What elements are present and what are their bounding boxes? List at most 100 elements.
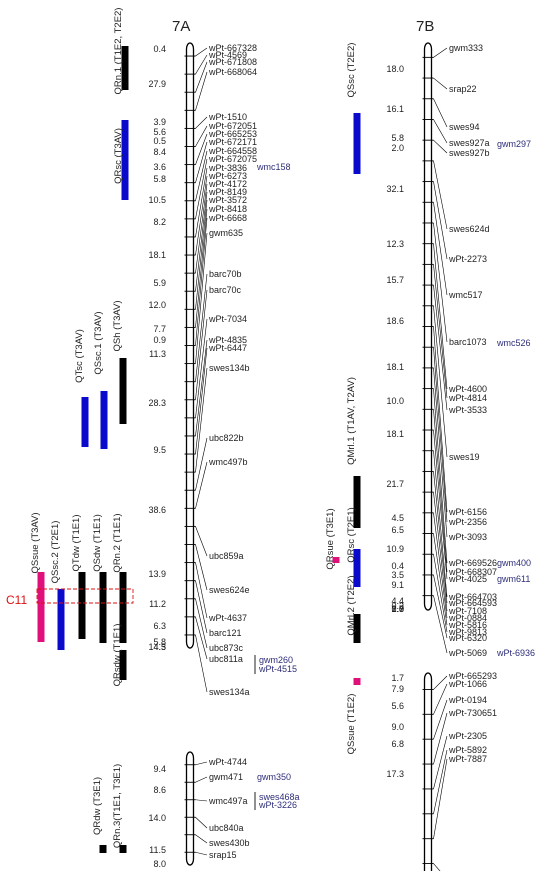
marker-label: ubc873c — [209, 643, 244, 653]
marker-connector — [195, 598, 208, 649]
qtl-13: QRn.3(T1E1, T3E1) — [112, 764, 127, 853]
marker: wPt-667328 — [184, 43, 257, 57]
marker-connector — [433, 409, 448, 573]
marker-label: wPt-1066 — [448, 679, 487, 689]
marker-connector — [433, 347, 448, 523]
marker: wPt-668307 — [422, 408, 497, 577]
marker: wPt-664558 — [184, 146, 257, 202]
marker: srap22 — [422, 77, 477, 94]
cluster-c11-box — [36, 588, 134, 604]
marker-annotation: gwm297 — [497, 139, 531, 149]
marker: wPt-1510 — [184, 112, 247, 129]
marker: wPt-7108 — [422, 491, 487, 616]
marker-annotation: wmc158 — [256, 162, 291, 172]
qtl-bar — [78, 572, 86, 639]
marker-label: wPt-665293 — [448, 671, 497, 681]
qtl-6: QSsue (T3AV) — [30, 512, 45, 642]
qtl-label: QMrl.1 (T1AV, T2AV) — [346, 377, 357, 465]
cluster-c11: C11 — [6, 588, 134, 607]
marker-label: wPt-0884 — [448, 613, 487, 623]
marker: wPt-3533 — [422, 284, 487, 415]
marker-label: wPt-4172 — [208, 179, 247, 189]
marker-connector — [195, 61, 208, 93]
marker-label: gwm333 — [449, 43, 483, 53]
marker-label: wPt-672171 — [208, 137, 257, 147]
marker-connector — [433, 758, 448, 839]
qtl-4: QSsc.1 (T3AV) — [93, 311, 108, 449]
marker: wPt-3572 — [184, 195, 247, 310]
marker: barc121 — [184, 580, 242, 638]
qtl-bar — [353, 549, 361, 587]
marker: wPt-1066 — [422, 679, 487, 715]
marker: ubc840a — [184, 816, 244, 833]
marker-label: wPt-6320 — [448, 633, 487, 643]
marker-connector — [195, 133, 208, 165]
distance-label: 14.5 — [148, 642, 166, 652]
marker-label: wPt-5069 — [448, 648, 487, 658]
marker-label: wPt-671808 — [208, 57, 257, 67]
marker-label: wPt-2305 — [448, 731, 487, 741]
qtl-label: QSdw (T1E1) — [92, 514, 103, 572]
distance-label: 5.8 — [153, 637, 166, 647]
qtl-label: QRsue (T3E1) — [325, 508, 336, 569]
qtl-label: QRsdw (T1E1) — [112, 624, 123, 687]
distance-label: 18.1 — [148, 250, 166, 260]
marker-connector — [195, 851, 208, 856]
marker-label: wPt-8149 — [208, 187, 247, 197]
marker-label: wPt-6273 — [208, 171, 247, 181]
marker-label: wPt-3093 — [448, 532, 487, 542]
marker-connector — [195, 347, 208, 455]
marker: wPt-4744 — [184, 757, 247, 767]
marker-connector — [195, 367, 208, 473]
marker-label: barc70b — [209, 269, 242, 279]
marker-label: wPt-0194 — [448, 695, 487, 705]
qtl-label: QTsc (T3AV) — [74, 329, 85, 383]
qtl-15: QMrl.1 (T1AV, T2AV) — [346, 377, 361, 528]
marker: swes94 — [422, 98, 480, 132]
marker-label: wPt-7108 — [448, 606, 487, 616]
distance-label: 0.4 — [391, 561, 404, 571]
marker: swes624d — [422, 160, 490, 234]
marker-connector — [195, 437, 208, 491]
qtl-label: QRsc (T2E1) — [346, 507, 357, 562]
marker-label: wPt-4025 — [448, 574, 487, 584]
qtl-17: QRsc (T2E1) — [346, 507, 361, 587]
marker-connector — [433, 367, 448, 538]
distance-label: 0.9 — [153, 335, 166, 345]
marker: wPt-730651 — [422, 708, 497, 765]
qtl-bar — [99, 572, 107, 643]
distance-label: 38.6 — [148, 505, 166, 515]
marker-annotation: gwm611 — [497, 574, 530, 584]
marker: gwm333 — [422, 43, 483, 58]
marker-annotation: swes468a — [259, 792, 300, 802]
marker: wPt-664703 — [422, 450, 497, 602]
marker: swes430b — [184, 834, 250, 848]
marker: ubc873c — [184, 598, 244, 653]
marker-annotation: wPt-3226 — [258, 800, 297, 810]
marker-connector — [433, 285, 448, 411]
distance-label: 21.7 — [386, 479, 404, 489]
marker-connector — [195, 141, 208, 183]
marker: wPt-672171 — [184, 137, 257, 184]
distance-label: 10.0 — [386, 396, 404, 406]
marker-connector — [195, 71, 208, 111]
distance-label: 11.5 — [149, 845, 166, 855]
marker: wPt-4835 — [184, 335, 247, 437]
qtl-8: QTdw (T1E1) — [71, 514, 86, 639]
marker-label: wPt-4835 — [208, 335, 247, 345]
marker-connector — [195, 834, 208, 844]
marker-label: wPt-664558 — [208, 146, 257, 156]
marker: wPt-4569 — [184, 50, 247, 75]
qtl-11: QRsdw (T1E1) — [112, 624, 127, 687]
distance-label: 10.5 — [148, 195, 166, 205]
marker: swes134a — [184, 634, 250, 697]
marker-label: wPt-4637 — [208, 613, 247, 623]
marker-label: swes134b — [209, 363, 250, 373]
qtl-bar — [99, 845, 107, 853]
marker-connector — [433, 574, 448, 639]
